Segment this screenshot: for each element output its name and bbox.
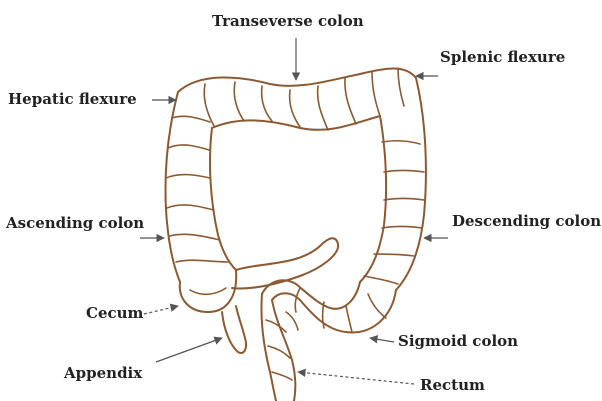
label-sigmoid-colon: Sigmoid colon: [398, 334, 518, 349]
label-transverse-colon: Transeverse colon: [212, 14, 364, 29]
rectum-shape: [261, 294, 298, 401]
pointer-cecum: [144, 306, 178, 314]
label-ascending-colon: Ascending colon: [6, 216, 144, 231]
label-rectum: Rectum: [420, 378, 485, 393]
appendix-shape: [222, 306, 246, 353]
sigmoid-colon-shape: [262, 280, 396, 332]
label-descending-colon: Descending colon: [452, 214, 601, 229]
cecum-shape: [180, 270, 236, 312]
ascending-colon-shape: [166, 92, 237, 282]
pointer-sigmoid-colon: [370, 338, 394, 342]
pointer-rectum: [298, 372, 414, 384]
pointer-appendix: [156, 338, 222, 362]
label-hepatic-flexure: Hepatic flexure: [8, 92, 137, 107]
descending-colon-shape: [360, 78, 426, 290]
label-cecum: Cecum: [86, 306, 143, 321]
label-appendix: Appendix: [64, 366, 142, 381]
label-splenic-flexure: Splenic flexure: [440, 50, 565, 65]
